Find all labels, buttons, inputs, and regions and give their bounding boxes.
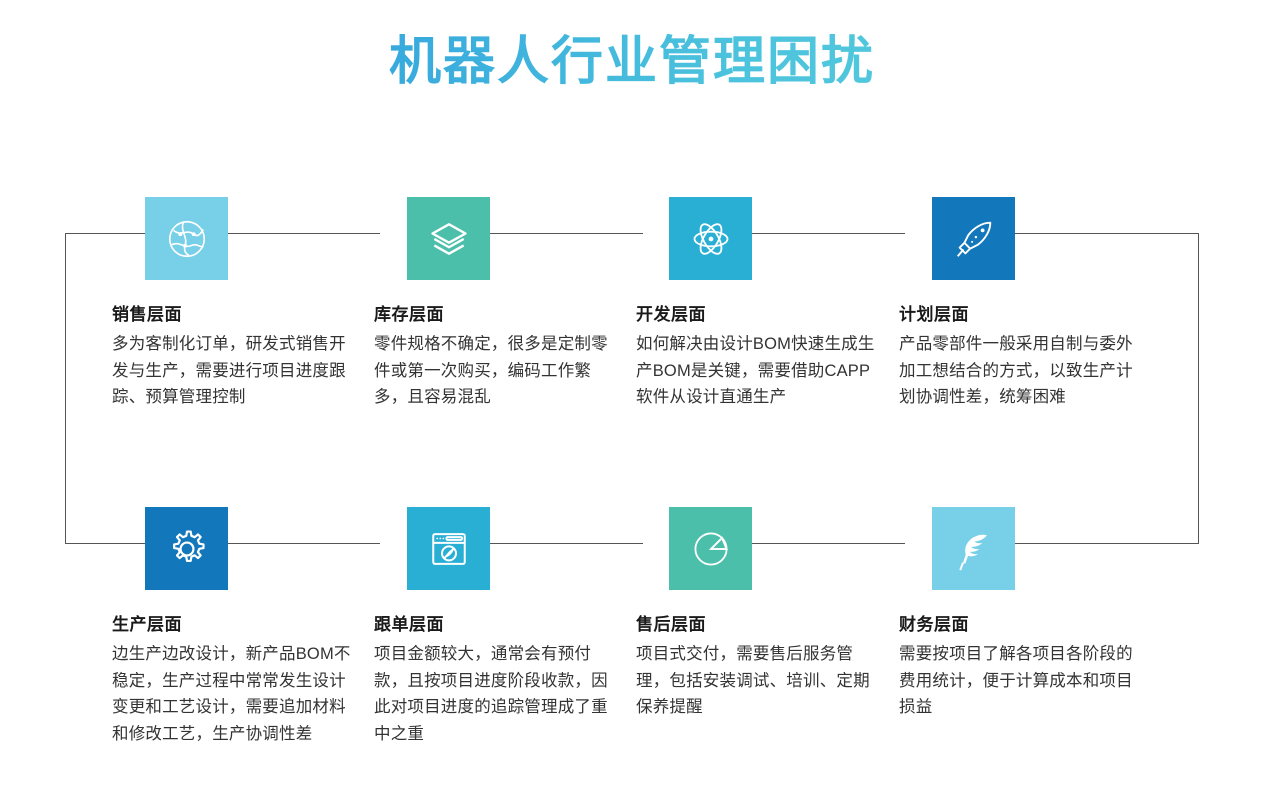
connector-top-3-4 (752, 233, 905, 234)
gear-icon (165, 527, 209, 571)
card-heading-planning: 计划层面 (899, 305, 969, 324)
globe-network-icon (164, 216, 210, 262)
card-body-production: 边生产边改设计，新产品BOM不稳定，生产过程中常常发生设计变更和工艺设计，需要追… (112, 645, 351, 744)
card-heading-production: 生产层面 (112, 615, 182, 634)
icon-box-finance (932, 507, 1015, 590)
card-body-planning: 产品零部件一般采用自制与委外加工想结合的方式，以致生产计划协调性差，统筹困难 (899, 335, 1133, 407)
connector-bottom-1-2 (228, 543, 380, 544)
connector-right-bottom-stub (1015, 543, 1199, 544)
connector-top-2-3 (490, 233, 643, 234)
card-body-after-sales: 项目式交付，需要售后服务管理，包括安装调试、培训、定期保养提醒 (636, 645, 870, 717)
icon-box-after-sales (669, 507, 752, 590)
card-planning: 计划层面 产品零部件一般采用自制与委外加工想结合的方式，以致生产计划协调性差，统… (899, 197, 1149, 411)
card-heading-after-sales: 售后层面 (636, 615, 706, 634)
card-sales: 销售层面 多为客制化订单，研发式销售开发与生产，需要进行项目进度跟踪、预算管理控… (112, 197, 362, 411)
connector-left-bottom-stub (65, 543, 145, 544)
card-heading-sales: 销售层面 (112, 305, 182, 324)
card-inventory: 库存层面 零件规格不确定，很多是定制零件或第一次购买，编码工作繁多，且容易混乱 (374, 197, 624, 411)
card-body-sales: 多为客制化订单，研发式销售开发与生产，需要进行项目进度跟踪、预算管理控制 (112, 335, 346, 407)
connector-bottom-2-3 (490, 543, 643, 544)
card-production: 生产层面 边生产边改设计，新产品BOM不稳定，生产过程中常常发生设计变更和工艺设… (112, 507, 362, 748)
card-body-inventory: 零件规格不确定，很多是定制零件或第一次购买，编码工作繁多，且容易混乱 (374, 335, 608, 407)
card-body-development: 如何解决由设计BOM快速生成生产BOM是关键，需要借助CAPP软件从设计直通生产 (636, 335, 875, 407)
connector-top-1-2 (228, 233, 380, 234)
pie-chart-icon (689, 527, 733, 571)
browser-window-icon (428, 528, 470, 570)
card-order-tracking: 跟单层面 项目金额较大，通常会有预付款，且按项目进度阶段收款，因此对项目进度的追… (374, 507, 624, 748)
icon-box-development (669, 197, 752, 280)
card-body-finance: 需要按项目了解各项目各阶段的费用统计，便于计算成本和项目损益 (899, 645, 1133, 717)
icon-box-production (145, 507, 228, 590)
connector-right-vertical (1198, 233, 1199, 544)
icon-box-inventory (407, 197, 490, 280)
connector-left-top-stub (65, 233, 145, 234)
icon-box-planning (932, 197, 1015, 280)
card-heading-order-tracking: 跟单层面 (374, 615, 444, 634)
card-finance: 财务层面 需要按项目了解各项目各阶段的费用统计，便于计算成本和项目损益 (899, 507, 1149, 721)
card-heading-finance: 财务层面 (899, 615, 969, 634)
feather-icon (952, 527, 996, 571)
card-development: 开发层面 如何解决由设计BOM快速生成生产BOM是关键，需要借助CAPP软件从设… (636, 197, 886, 411)
layers-stack-icon (427, 217, 471, 261)
card-after-sales: 售后层面 项目式交付，需要售后服务管理，包括安装调试、培训、定期保养提醒 (636, 507, 886, 721)
card-body-order-tracking: 项目金额较大，通常会有预付款，且按项目进度阶段收款，因此对项目进度的追踪管理成了… (374, 645, 608, 744)
card-heading-development: 开发层面 (636, 305, 706, 324)
icon-box-sales (145, 197, 228, 280)
rocket-icon (951, 216, 997, 262)
card-heading-inventory: 库存层面 (374, 305, 444, 324)
connector-left-vertical (65, 233, 66, 544)
connector-right-top-stub (1015, 233, 1199, 234)
atom-icon (689, 217, 733, 261)
page-title: 机器人行业管理困扰 (0, 33, 1264, 91)
connector-bottom-3-4 (752, 543, 905, 544)
icon-box-order-tracking (407, 507, 490, 590)
